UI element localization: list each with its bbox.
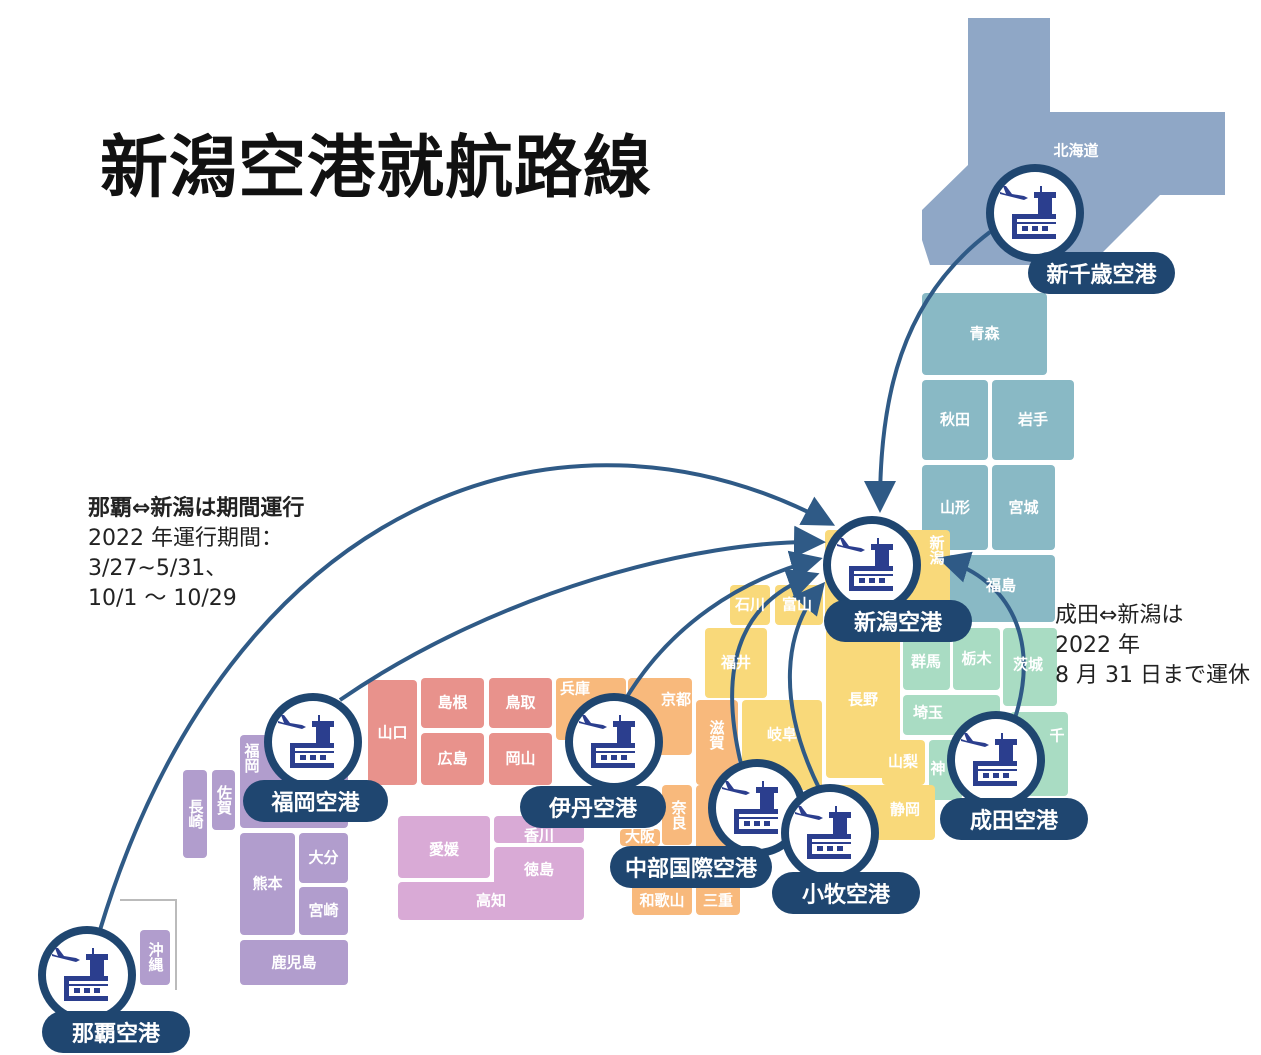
prefecture-area	[922, 380, 988, 460]
narita-note-line: 成田⇔新潟は	[1055, 603, 1184, 628]
airport-label: 中部国際空港	[610, 846, 772, 888]
airport-label: 福岡空港	[243, 780, 388, 822]
prefecture-area	[299, 887, 348, 935]
airport-label: 那覇空港	[42, 1011, 190, 1053]
route-naha-niigata	[98, 463, 836, 931]
airport-label: 新潟空港	[824, 600, 972, 642]
route-narita-niigata	[937, 551, 1026, 719]
airport-label: 成田空港	[940, 798, 1088, 840]
prefecture-area	[368, 680, 417, 785]
route-komaki-niigata	[788, 581, 826, 791]
prefecture-area	[992, 380, 1074, 460]
prefecture-area	[992, 465, 1055, 550]
naha-note-line: 2022 年運行期間：	[88, 526, 283, 551]
airport-label: 新千歳空港	[1028, 252, 1175, 294]
naha-note-heading: 那覇⇔新潟は期間運行	[88, 496, 305, 521]
prefecture-area	[240, 940, 348, 985]
naha-note-line: 3/27~5/31、	[88, 556, 228, 581]
airport-label: 小牧空港	[772, 872, 920, 914]
prefecture-area	[620, 829, 660, 846]
prefecture-area	[183, 770, 207, 858]
airport-icon	[565, 693, 663, 791]
prefecture-area	[398, 882, 584, 920]
airport-icon	[986, 164, 1084, 262]
page-title: 新潟空港就航路線	[100, 129, 653, 208]
narita-route-note: 成田⇔新潟は 2022 年 8 月 31 日まで運休	[1055, 601, 1250, 691]
okinawa-inset-border	[120, 899, 177, 990]
prefecture-area	[240, 833, 295, 935]
naha-route-note: 那覇⇔新潟は期間運行 2022 年運行期間： 3/27~5/31、 10/1 ～…	[88, 494, 304, 614]
route-fukuoka-niigata	[338, 525, 826, 702]
prefecture-area	[212, 770, 235, 830]
narita-note-line: 2022 年	[1055, 633, 1140, 658]
airport-icon	[781, 784, 879, 882]
prefecture-area	[922, 293, 1047, 375]
prefecture-area	[1003, 628, 1057, 706]
prefecture-area	[299, 833, 348, 883]
prefecture-area	[140, 930, 170, 985]
prefecture-area	[882, 740, 925, 785]
prefecture-area	[421, 678, 484, 728]
route-chubu-niigata	[730, 569, 820, 769]
airport-label: 伊丹空港	[520, 786, 666, 828]
prefecture-area	[421, 733, 484, 785]
airport-icon	[264, 693, 362, 791]
prefecture-area	[398, 816, 490, 878]
airport-icon	[947, 711, 1045, 809]
route-shin-chitose-niigata	[864, 230, 992, 513]
narita-note-line: 8 月 31 日まで運休	[1055, 663, 1250, 688]
prefecture-area	[489, 733, 552, 785]
naha-note-line: 10/1 ～ 10/29	[88, 586, 237, 611]
route-itami-niigata	[623, 550, 823, 702]
prefecture-area	[489, 678, 552, 728]
airport-icon	[38, 926, 136, 1024]
prefecture-area	[662, 785, 692, 845]
